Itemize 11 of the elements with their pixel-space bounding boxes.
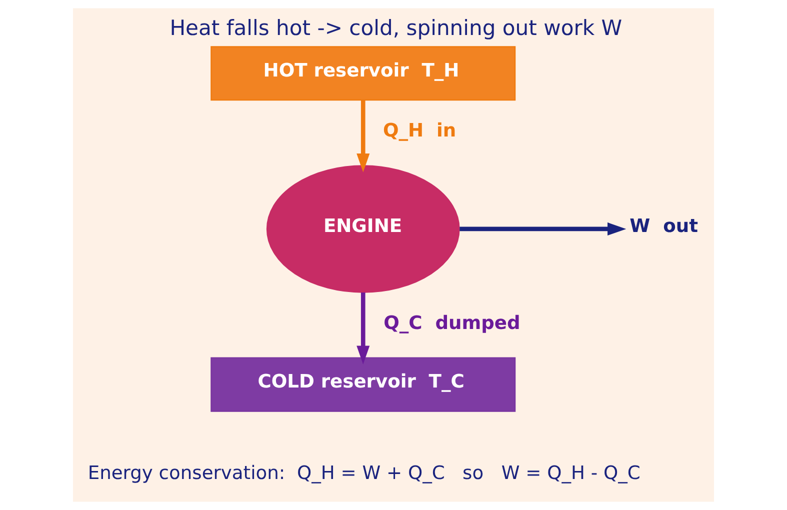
arrow [356, 100, 370, 172]
edge-label: Q_H in [382, 120, 456, 142]
arrow [356, 292, 370, 364]
node-ellipse: ENGINE [266, 165, 460, 293]
node-text: W out [630, 216, 698, 238]
diagram-title: Heat falls hot -> cold, spinning out work W [170, 15, 622, 40]
caption: Energy conservation: Q_H = W + Q_C so W = Q_H - Q_C [88, 462, 640, 484]
edge-label: Q_C dumped [384, 312, 520, 334]
node-box: COLD reservoir T_C [210, 357, 516, 412]
node-box: HOT reservoir T_H [210, 46, 516, 101]
arrow [460, 222, 626, 236]
